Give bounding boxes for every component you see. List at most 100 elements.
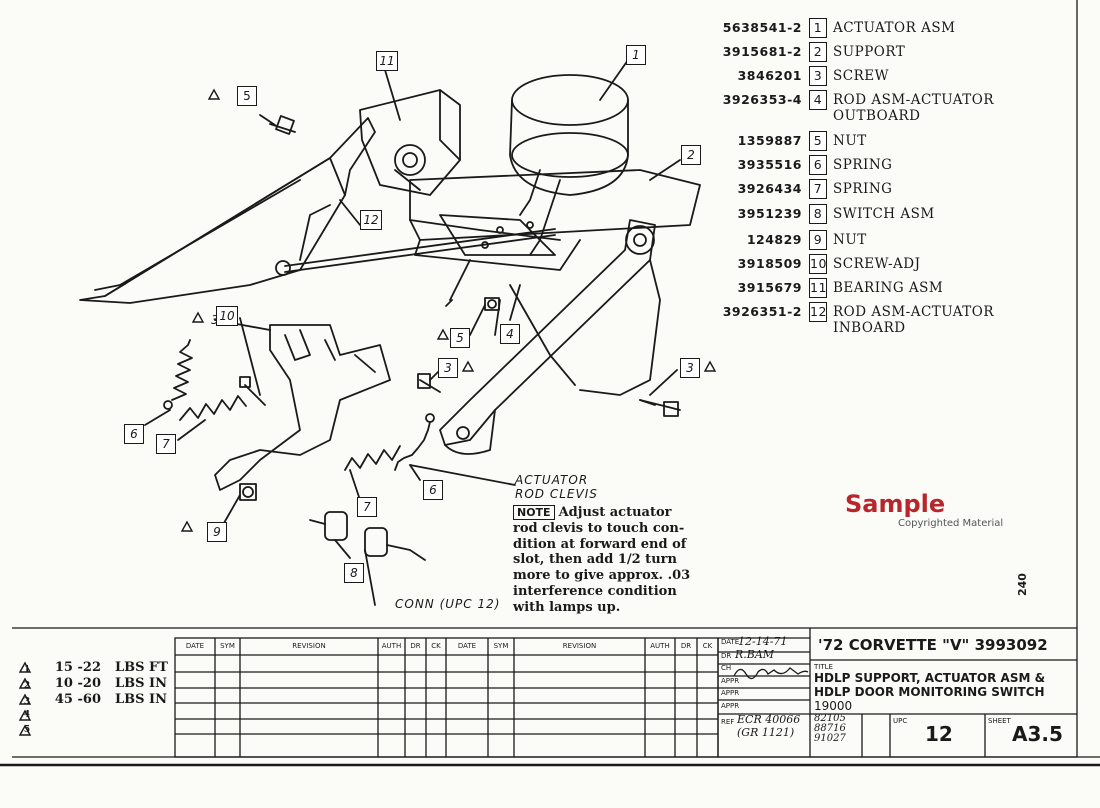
title-label: TITLE xyxy=(814,663,833,671)
spring-7-left xyxy=(179,395,247,421)
switch-assembly xyxy=(324,511,348,541)
checker-signature xyxy=(733,667,809,680)
callout-3-right: 3 xyxy=(680,358,700,378)
spring-7-right xyxy=(344,445,401,471)
bearing-housing xyxy=(359,89,461,196)
torque-spec-row: 4 xyxy=(22,708,115,720)
revision-column-header: DR xyxy=(410,642,421,650)
switch-bracket xyxy=(214,324,391,491)
part-number: 3915681-2 xyxy=(722,44,802,59)
part-description: SCREW xyxy=(833,68,889,84)
item-number-box: 5 xyxy=(809,131,827,151)
appr-label-1: APPR xyxy=(721,677,740,685)
parts-list-row: 3915679 11 BEARING ASM xyxy=(722,276,943,300)
item-number-box: 11 xyxy=(809,278,827,298)
part-description: ACTUATOR ASM xyxy=(833,20,956,36)
torque-unit: LBS IN xyxy=(115,676,168,691)
item-number-box: 1 xyxy=(809,18,827,38)
actuator-rod-clevis-label-2: ROD CLEVIS xyxy=(515,487,598,501)
torque-unit: LBS FT xyxy=(115,660,168,675)
part-description-2: INBOARD xyxy=(833,320,906,336)
sheet-value: A3.5 xyxy=(1012,722,1063,746)
support-bracket-arm xyxy=(79,117,376,304)
note-line-6: interference condition xyxy=(513,583,677,599)
ref-value-2: (GR 1121) xyxy=(737,726,795,739)
callout-5-mid: 5 xyxy=(450,328,470,348)
torque-index: 3 xyxy=(23,696,31,707)
conn-label: CONN (UPC 12) xyxy=(395,597,501,611)
actuator-canister xyxy=(511,74,629,126)
callout-6-left: 6 xyxy=(124,424,144,444)
sheet-label: SHEET xyxy=(988,717,1011,725)
callout-10: 10 xyxy=(216,306,238,326)
item-number-box: 9 xyxy=(809,230,827,250)
torque-index: 5 xyxy=(23,725,31,735)
note-line-7: with lamps up. xyxy=(513,599,621,615)
date-label: DATE xyxy=(721,638,740,646)
page-number: 240 xyxy=(1016,573,1029,596)
torque-index: 4 xyxy=(23,710,31,720)
revision-column-header: SYM xyxy=(493,642,509,650)
revision-column-header: DR xyxy=(680,642,692,650)
part-description: SCREW-ADJ xyxy=(833,256,921,272)
part-number: 3926353-4 xyxy=(722,92,802,107)
item-number-box: 8 xyxy=(809,204,827,224)
torque-value: 10 -20 xyxy=(54,676,101,691)
part-description: SPRING xyxy=(833,181,893,197)
revision-column-header: DATE xyxy=(457,642,477,650)
callout-5-top: 5 xyxy=(237,86,257,106)
outboard-actuator-rod xyxy=(509,284,576,386)
right-support-arm xyxy=(439,219,656,446)
part-description: ROD ASM-ACTUATOR xyxy=(833,304,995,320)
part-number: 3951239 xyxy=(737,206,802,221)
revision-column-header: DATE xyxy=(185,642,205,650)
revision-column-header: REVISION xyxy=(292,642,326,650)
part-number: 3926351-2 xyxy=(722,304,802,319)
revision-column-header: AUTH xyxy=(381,642,402,650)
date-value: 12-14-71 xyxy=(738,635,788,648)
appr-label-3: APPR xyxy=(721,702,740,710)
note-line-3: dition at forward end of xyxy=(513,536,687,552)
callout-3-left: 3 xyxy=(211,313,219,327)
sub-ref-3: 91027 xyxy=(814,733,846,744)
note-tag: NOTE xyxy=(513,505,555,520)
item-number-box: 6 xyxy=(809,155,827,175)
note-line-2: rod clevis to touch con- xyxy=(513,520,685,536)
callout-6-right: 6 xyxy=(423,480,443,500)
parts-list-row: 3918509 10 SCREW-ADJ xyxy=(722,252,921,276)
part-description: SPRING xyxy=(833,157,893,173)
torque-spec-row: 5 xyxy=(22,723,115,735)
callout-2: 2 xyxy=(681,145,701,165)
appr-label-2: APPR xyxy=(721,689,740,697)
spring-6-left xyxy=(171,339,193,401)
item-number-box: 3 xyxy=(809,66,827,86)
item-number-box: 12 xyxy=(809,302,827,322)
item-number-box: 10 xyxy=(809,254,827,274)
item-number-box: 4 xyxy=(809,90,827,110)
torque-unit: LBS IN xyxy=(115,692,168,707)
drawing-header: '72 CORVETTE "V" 3993092 xyxy=(818,636,1048,654)
part-number: 3926434 xyxy=(737,181,802,196)
ref-label: REF xyxy=(721,718,735,726)
part-number: 3915679 xyxy=(737,280,802,295)
part-number: 3918509 xyxy=(737,256,802,271)
callout-3-mid: 3 xyxy=(438,358,458,378)
torque-value: 45 -60 xyxy=(54,692,101,707)
watermark-sample: Sample xyxy=(845,490,946,518)
actuator-rod-clevis-label-1: ACTUATOR xyxy=(515,473,589,487)
callout-8: 8 xyxy=(344,563,364,583)
spring-6-right xyxy=(394,421,431,471)
part-description: BEARING ASM xyxy=(833,280,944,296)
ref-value-1: ECR 40066 xyxy=(737,713,801,726)
